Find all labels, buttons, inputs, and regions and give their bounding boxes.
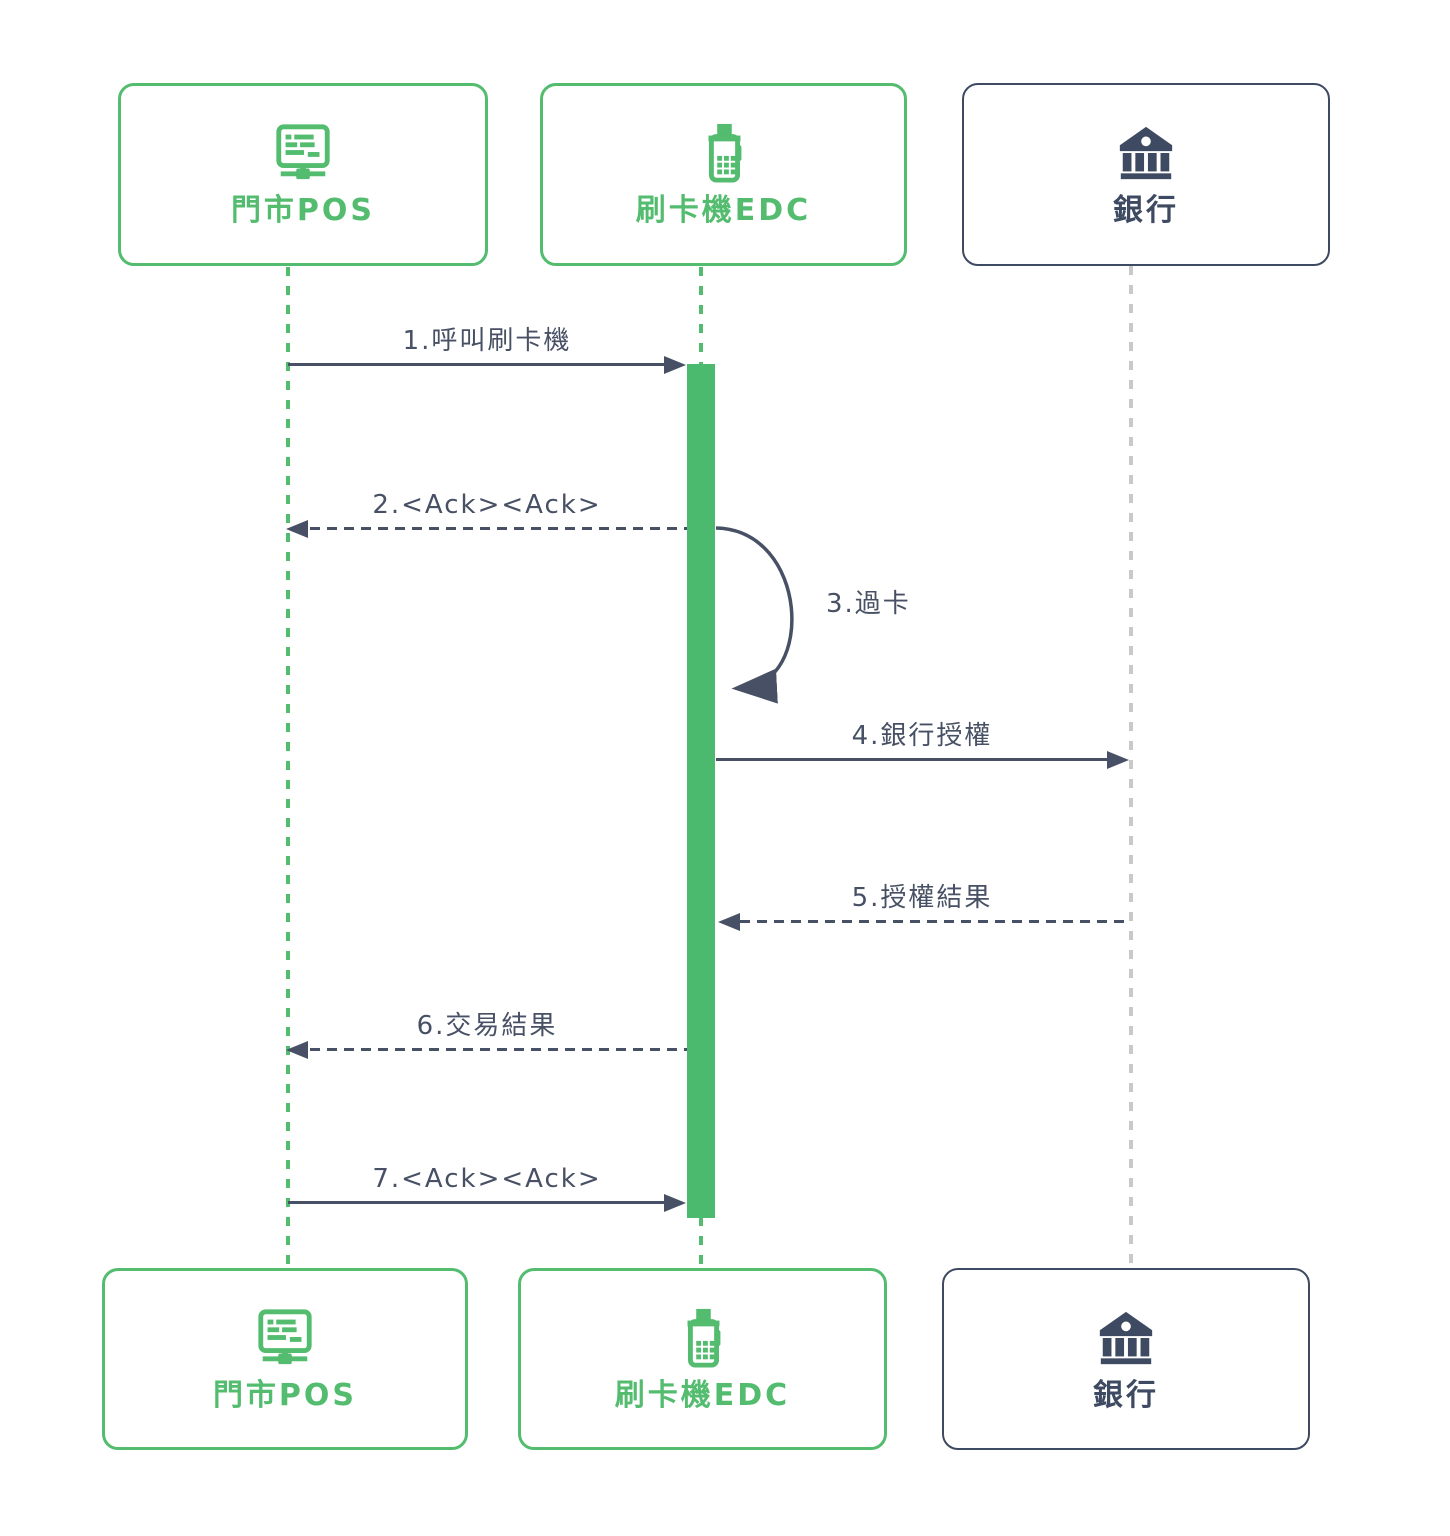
- actor-label-pos: 門市POS: [212, 1377, 358, 1413]
- actor-box-bank-top: 銀行: [962, 83, 1330, 266]
- message-6-line: [310, 1048, 687, 1051]
- message-2-arrowhead-icon: [286, 520, 308, 538]
- self-loop-arrow: [715, 526, 794, 704]
- message-7-label: 7.<Ack><Ack>: [372, 1164, 602, 1194]
- message-3-label: 3.過卡: [826, 589, 911, 619]
- message-7-arrowhead-icon: [664, 1194, 686, 1212]
- message-5-arrowhead-icon: [718, 913, 740, 931]
- actor-box-pos-bottom: 門市POS: [102, 1268, 468, 1450]
- pos-monitor-icon: [258, 1308, 312, 1364]
- actor-box-edc-bottom: 刷卡機EDC: [518, 1268, 887, 1450]
- actor-label-pos: 門市POS: [230, 193, 376, 228]
- message-5-label: 5.授權結果: [851, 883, 993, 913]
- actor-label-bank: 銀行: [1113, 193, 1179, 228]
- actor-box-edc-top: 刷卡機EDC: [540, 83, 907, 266]
- lifeline-bank: [1129, 266, 1133, 1268]
- message-6-label: 6.交易結果: [416, 1011, 558, 1041]
- pos-monitor-icon: [276, 124, 330, 180]
- card-terminal-icon: [708, 123, 741, 183]
- activation-bar-edc: [687, 364, 715, 1218]
- actor-label-bank: 銀行: [1093, 1377, 1159, 1413]
- message-1-line: [288, 363, 664, 366]
- message-2-line: [310, 527, 687, 530]
- lifeline-pos: [286, 267, 290, 1268]
- message-1-arrowhead-icon: [664, 356, 686, 374]
- actor-box-pos-top: 門市POS: [118, 83, 488, 266]
- actor-box-bank-bottom: 銀行: [942, 1268, 1310, 1450]
- message-4-label: 4.銀行授權: [851, 721, 993, 751]
- card-terminal-icon: [687, 1308, 720, 1368]
- message-1-label: 1.呼叫刷卡機: [402, 326, 572, 356]
- message-2-label: 2.<Ack><Ack>: [372, 490, 602, 520]
- message-7-line: [288, 1201, 664, 1204]
- message-5-line: [740, 920, 1131, 923]
- message-6-arrowhead-icon: [286, 1041, 308, 1059]
- bank-icon: [1119, 126, 1173, 180]
- actor-label-edc: 刷卡機EDC: [614, 1377, 791, 1413]
- actor-label-edc: 刷卡機EDC: [635, 193, 812, 228]
- message-4-arrowhead-icon: [1107, 751, 1129, 769]
- bank-icon: [1099, 1311, 1153, 1364]
- message-4-line: [716, 758, 1107, 761]
